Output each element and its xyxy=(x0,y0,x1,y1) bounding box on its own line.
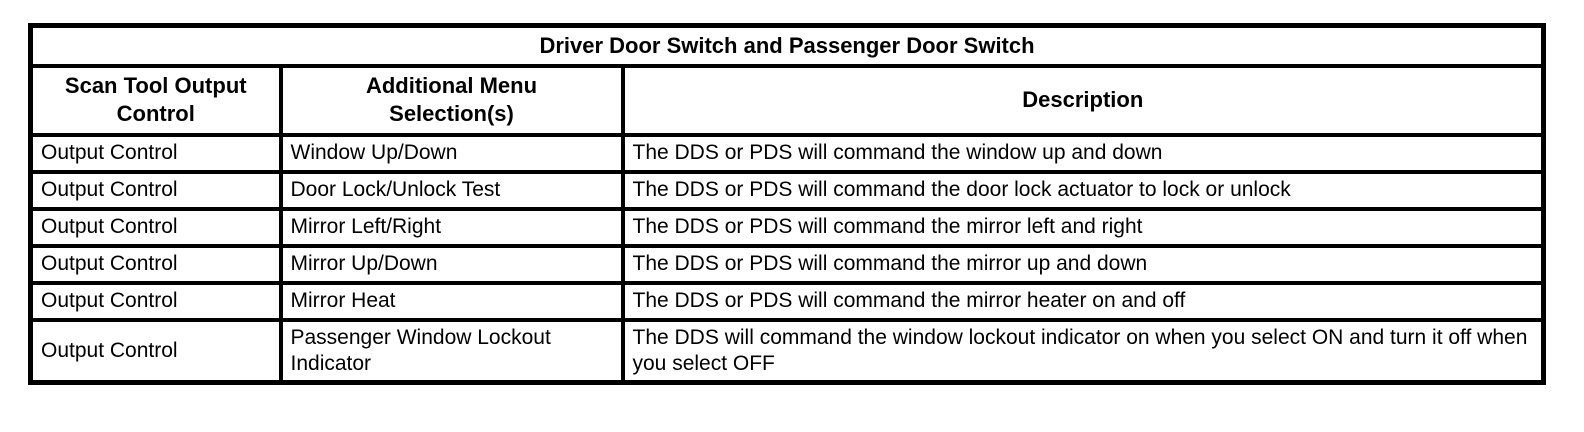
cell-menu-selection: Passenger Window Lockout Indicator xyxy=(278,317,625,385)
cell-output-control: Output Control xyxy=(28,132,283,174)
door-switch-table: Driver Door Switch and Passenger Door Sw… xyxy=(28,23,1546,386)
cell-description: The DDS will command the window lockout … xyxy=(620,317,1546,385)
cell-menu-selection: Mirror Up/Down xyxy=(278,243,625,285)
cell-description: The DDS or PDS will command the mirror l… xyxy=(620,206,1546,248)
table-row: Output Control Door Lock/Unlock Test The… xyxy=(28,169,1546,211)
cell-description: The DDS or PDS will command the mirror h… xyxy=(620,280,1546,322)
table-row: Output Control Mirror Heat The DDS or PD… xyxy=(28,280,1546,322)
column-header-additional-menu-selections: Additional Menu Selection(s) xyxy=(278,63,625,137)
cell-description: The DDS or PDS will command the door loc… xyxy=(620,169,1546,211)
cell-menu-selection: Door Lock/Unlock Test xyxy=(278,169,625,211)
cell-output-control: Output Control xyxy=(28,206,283,248)
table-row: Output Control Mirror Left/Right The DDS… xyxy=(28,206,1546,248)
cell-description: The DDS or PDS will command the window u… xyxy=(620,132,1546,174)
column-header-description: Description xyxy=(620,63,1546,137)
table-title: Driver Door Switch and Passenger Door Sw… xyxy=(28,23,1546,68)
table-row: Output Control Mirror Up/Down The DDS or… xyxy=(28,243,1546,285)
cell-output-control: Output Control xyxy=(28,243,283,285)
cell-menu-selection: Mirror Left/Right xyxy=(278,206,625,248)
table-row: Output Control Passenger Window Lockout … xyxy=(28,317,1546,385)
cell-menu-selection: Window Up/Down xyxy=(278,132,625,174)
cell-description: The DDS or PDS will command the mirror u… xyxy=(620,243,1546,285)
cell-menu-selection: Mirror Heat xyxy=(278,280,625,322)
column-header-scan-tool-output-control: Scan Tool Output Control xyxy=(28,63,283,137)
table-title-row: Driver Door Switch and Passenger Door Sw… xyxy=(28,23,1546,68)
cell-output-control: Output Control xyxy=(28,169,283,211)
table-header-row: Scan Tool Output Control Additional Menu… xyxy=(28,63,1546,137)
cell-output-control: Output Control xyxy=(28,280,283,322)
cell-output-control: Output Control xyxy=(28,317,283,385)
table-row: Output Control Window Up/Down The DDS or… xyxy=(28,132,1546,174)
